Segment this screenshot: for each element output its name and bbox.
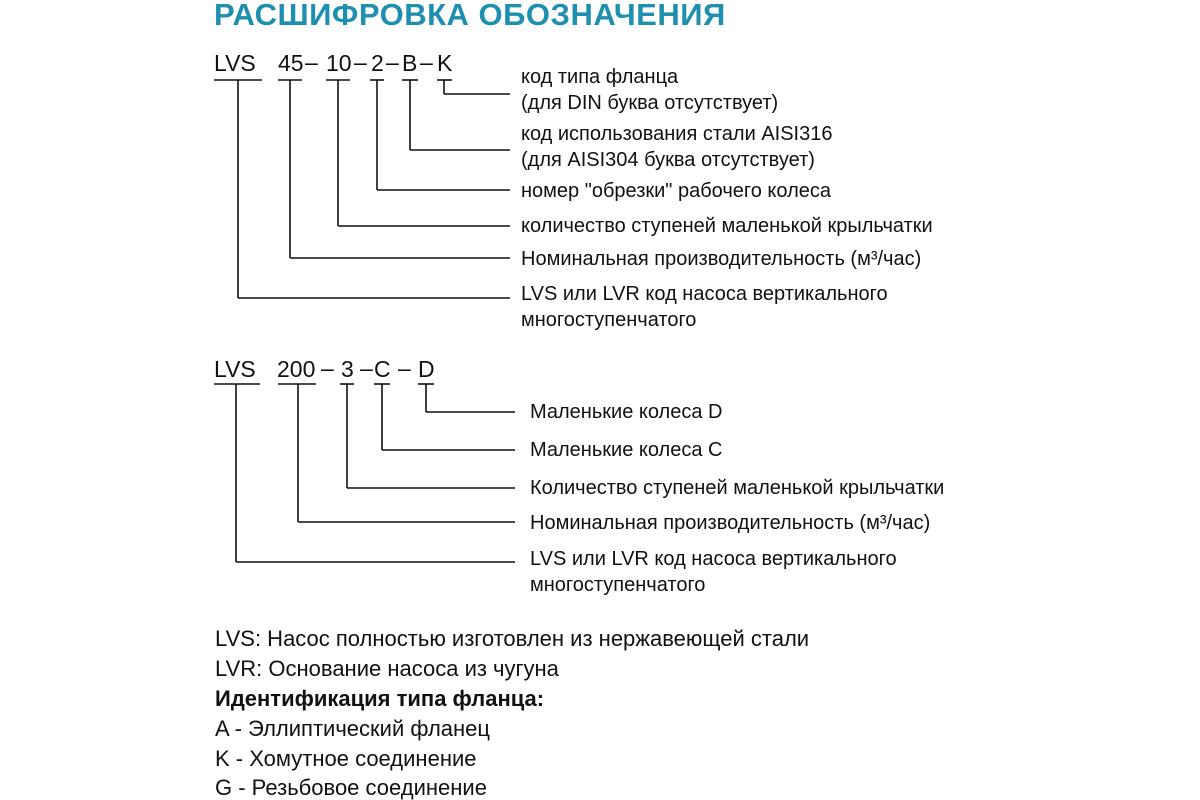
desc-stages: количество ступеней маленькой крыльчатки (521, 215, 933, 237)
code-part-series: LVS (214, 356, 256, 382)
code-dash: – (386, 49, 399, 75)
code-part-impeller-c: C (374, 356, 391, 382)
code-part-flange: K (437, 50, 453, 76)
desc-steel-code: код использования стали AISI316 (для AIS… (521, 123, 833, 171)
code-part-trim: 2 (371, 50, 384, 76)
desc-stages: Количество ступеней маленькой крыльчатки (530, 477, 945, 499)
desc-trim-number: номер "обрезки" рабочего колеса (521, 180, 831, 202)
desc-flange-code: код типа фланца (для DIN буква отсутству… (521, 66, 779, 114)
diagram1-connectors (214, 79, 510, 299)
desc-impeller-c: Маленькие колеса C (530, 439, 723, 461)
code-dash: – (305, 49, 318, 75)
flange-type-k: K - Хомутное соединение (215, 746, 477, 771)
note-lvs: LVS: Насос полностью изготовлен из нержа… (215, 626, 810, 651)
desc-flow: Номинальная производительность (м³/час) (521, 248, 922, 270)
flange-type-g: G - Резьбовое соединение (215, 775, 487, 800)
desc-impeller-d: Маленькие колеса D (530, 401, 723, 423)
code-dash: – (360, 355, 373, 381)
flange-heading: Идентификация типа фланца: (215, 686, 545, 711)
page-title: РАСШИФРОВКА ОБОЗНАЧЕНИЯ (214, 0, 726, 32)
code-dash: – (398, 355, 411, 381)
code-part-series: LVS (214, 50, 256, 76)
code-part-impeller-d: D (418, 356, 435, 382)
desc-pump-code: LVS или LVR код насоса вертикального мно… (521, 283, 888, 331)
code-part-steel: B (402, 50, 418, 76)
note-lvr: LVR: Основание насоса из чугуна (215, 656, 559, 681)
code-part-stages: 10 (326, 50, 352, 76)
code-dash: – (321, 355, 334, 381)
code-dash: – (420, 49, 433, 75)
flange-type-a: A - Эллиптический фланец (215, 716, 491, 741)
code-part-stages: 3 (341, 356, 354, 382)
code-part-flow: 200 (277, 356, 316, 382)
desc-flow: Номинальная производительность (м³/час) (530, 512, 931, 534)
diagram2-connectors (214, 383, 515, 563)
code-part-flow: 45 (278, 50, 304, 76)
desc-pump-code: LVS или LVR код насоса вертикального мно… (530, 548, 897, 596)
code-dash: – (354, 49, 367, 75)
